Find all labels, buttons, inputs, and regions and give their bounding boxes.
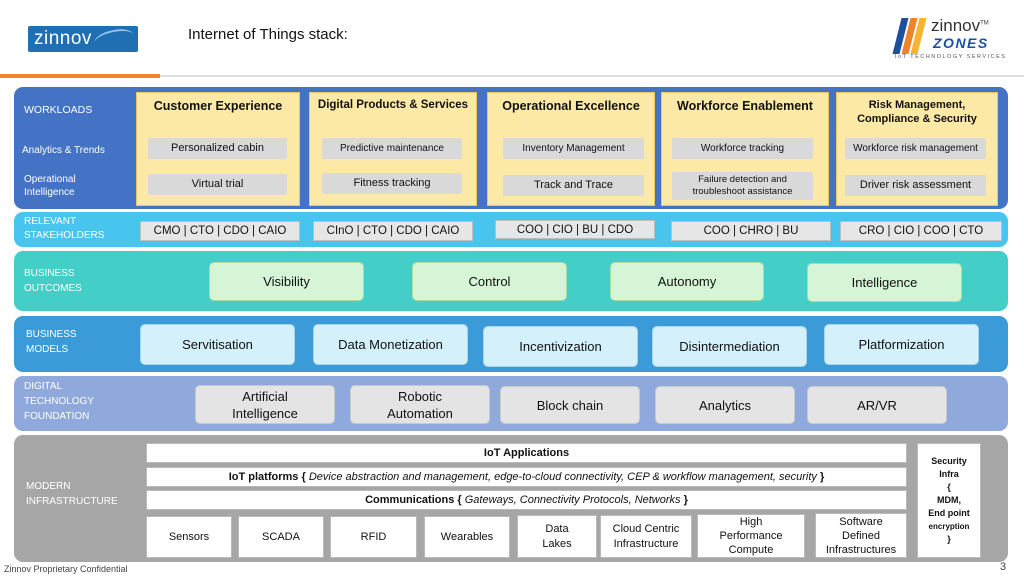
stakeholder-group: COO | CIO | BU | CDO [495, 220, 655, 239]
security-infra-box: Security Infra { MDM, End point encrypti… [917, 443, 981, 558]
confidential-footer: Zinnov Proprietary Confidential [4, 564, 128, 574]
infra-component: Cloud Centric Infrastructure [600, 515, 692, 558]
header-divider [0, 75, 1024, 77]
workload-item: Workforce risk management [845, 138, 986, 159]
header-accent-bar [0, 74, 160, 78]
infrastructure-label: MODERN INFRASTRUCTURE [26, 481, 118, 507]
infra-component: SCADA [238, 516, 324, 558]
business-outcome: Visibility [209, 262, 364, 301]
stakeholder-group: CMO | CTO | CDO | CAIO [140, 221, 300, 241]
zones-logo-word: ZONES [933, 35, 989, 51]
workload-title: Risk Management, Compliance & Security [857, 99, 977, 125]
zinnov-zones-logo: zinnovTM ZONES IoT TECHNOLOGY SERVICES [892, 16, 1020, 64]
infra-component: High Performance Compute [697, 514, 805, 558]
business-models-label: BUSINESS MODELS [26, 329, 77, 355]
technology-item: Block chain [500, 386, 640, 424]
business-model: Incentivization [483, 326, 638, 367]
analytics-trends-label: Analytics & Trends [22, 145, 105, 156]
zinnov-logo: zinnov [28, 26, 138, 52]
technology-item: Robotic Automation [350, 385, 490, 424]
workload-item: Virtual trial [148, 174, 287, 195]
page-number: 3 [1000, 561, 1007, 573]
workload-item: Predictive maintenance [322, 138, 462, 159]
page-title: Internet of Things stack: [188, 26, 348, 43]
business-model: Servitisation [140, 324, 295, 365]
digital-technology-label: DIGITAL TECHNOLOGY FOUNDATION [24, 381, 95, 422]
iot-applications-bar: IoT Applications [146, 443, 907, 463]
business-model: Data Monetization [313, 324, 468, 365]
business-outcome: Intelligence [807, 263, 962, 302]
operational-intelligence-label: Operational Intelligence [24, 174, 76, 198]
workload-item: Workforce tracking [672, 138, 813, 159]
infra-component: RFID [330, 516, 417, 558]
workload-title: Customer Experience [153, 99, 283, 113]
infra-component: Data Lakes [517, 515, 597, 558]
communications-bar: Communications { Gateways, Connectivity … [146, 490, 907, 510]
logo-swoosh-icon [92, 26, 136, 52]
business-outcomes-label: BUSINESS OUTCOMES [24, 268, 82, 294]
stakeholders-label: RELEVANT STAKEHOLDERS [24, 216, 105, 241]
zinnov-logo-text: zinnov [34, 28, 92, 49]
technology-item: Artificial Intelligence [195, 385, 335, 424]
technology-item: AR/VR [807, 386, 947, 424]
zones-logo-tagline: IoT TECHNOLOGY SERVICES [895, 54, 1007, 60]
workload-item: Driver risk assessment [845, 175, 986, 196]
workload-title: Workforce Enablement [677, 99, 813, 113]
zones-logo-name: zinnov [931, 16, 981, 35]
workload-title: Digital Products & Services [317, 99, 469, 111]
infra-component: Sensors [146, 516, 232, 558]
business-outcome: Control [412, 262, 567, 301]
infra-component: Software Defined Infrastructures [815, 513, 907, 558]
business-model: Platformization [824, 324, 979, 365]
workload-item: Fitness tracking [322, 173, 462, 194]
workload-item: Failure detection and troubleshoot assis… [672, 172, 813, 200]
workload-title: Operational Excellence [502, 99, 640, 113]
business-model: Disintermediation [652, 326, 807, 367]
stakeholder-group: COO | CHRO | BU [671, 221, 831, 241]
trademark-mark: TM [980, 20, 989, 27]
workload-item: Track and Trace [503, 175, 644, 196]
technology-item: Analytics [655, 386, 795, 424]
zones-bars-icon [892, 18, 927, 54]
workload-item: Inventory Management [503, 138, 644, 159]
workload-item: Personalized cabin [148, 138, 287, 159]
iot-platforms-bar: IoT platforms { Device abstraction and m… [146, 467, 907, 487]
workloads-label: WORKLOADS [24, 104, 93, 116]
infra-component: Wearables [424, 516, 510, 558]
stakeholder-group: CInO | CTO | CDO | CAIO [313, 221, 473, 241]
stakeholder-group: CRO | CIO | COO | CTO [840, 221, 1002, 241]
business-outcome: Autonomy [610, 262, 764, 301]
